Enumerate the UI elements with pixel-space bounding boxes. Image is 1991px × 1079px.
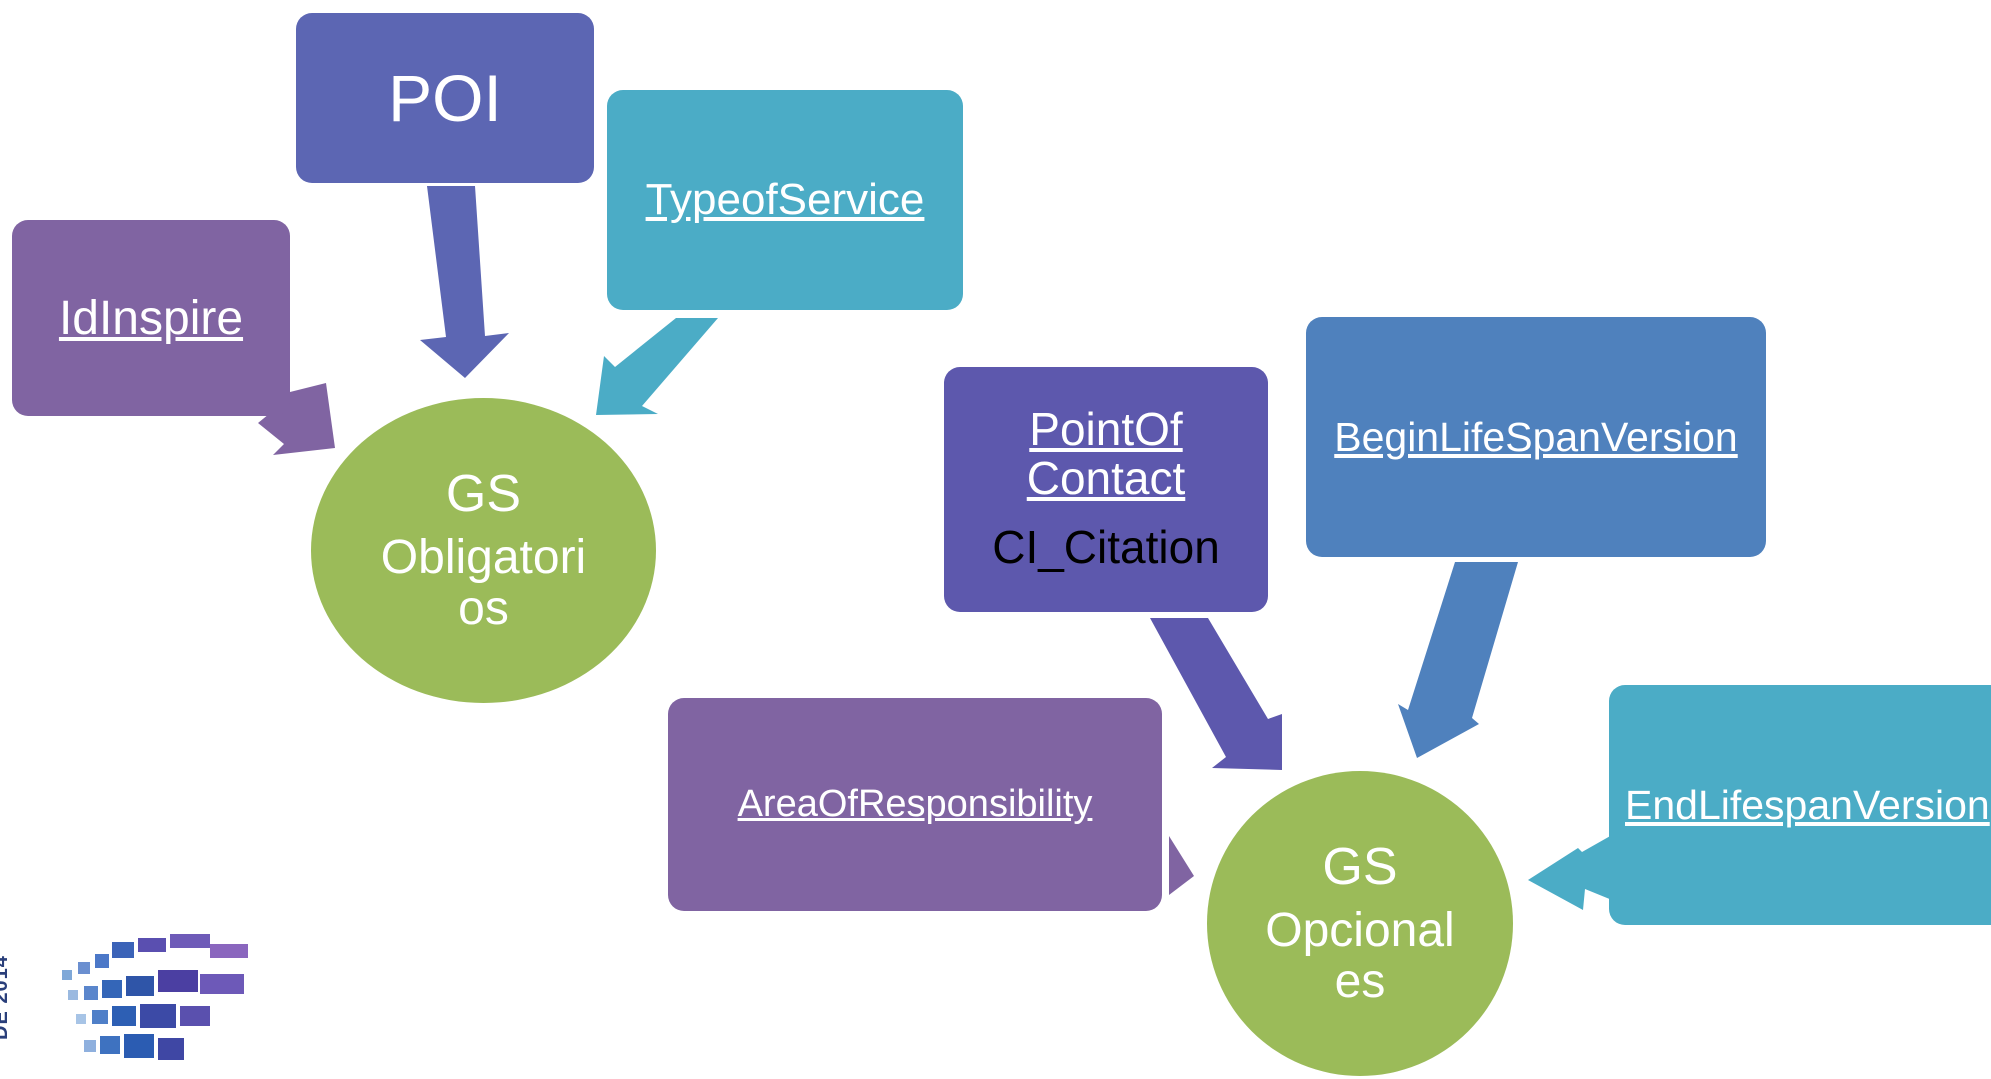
arrow-pointofcontact-to-opcionales (1150, 618, 1282, 770)
event-logo: DE 2014 (0, 930, 260, 1074)
arrow-beginlifespan-to-opcionales (1398, 562, 1518, 758)
opcionales-title: GS (1322, 837, 1398, 896)
ci-citation-label: CI_Citation (992, 520, 1220, 573)
gs-obligatorios-circle: GS Obligatori os (311, 398, 656, 703)
pointofcontact-link[interactable]: PointOf Contact (1027, 405, 1186, 502)
arrow-typeofservice-to-obligatorios (596, 318, 718, 415)
obligatorios-title: GS (445, 464, 522, 523)
logo-year-text: DE 2014 (0, 955, 12, 1040)
pointofcontact-line1: PointOf (1029, 403, 1183, 456)
poi-box: POI (296, 13, 594, 183)
arearesponsibility-link[interactable]: AreaOfResponsibility (737, 783, 1093, 825)
arrow-poi-to-obligatorios (420, 186, 509, 378)
poi-label: POI (388, 61, 502, 135)
beginlifespan-link[interactable]: BeginLifeSpanVersion (1334, 413, 1738, 460)
idinspire-link[interactable]: IdInspire (58, 291, 244, 345)
endlifespan-box: EndLifespanVersion (1609, 685, 1991, 925)
arearesponsibility-box: AreaOfResponsibility (668, 698, 1162, 911)
logo-pixel-mosaic-icon (62, 934, 248, 1060)
endlifespan-link[interactable]: EndLifespanVersion (1625, 781, 1990, 828)
gs-opcionales-circle: GS Opcional es (1207, 771, 1513, 1076)
beginlifespan-box: BeginLifeSpanVersion (1306, 317, 1766, 557)
arrow-endlifespan-to-opcionales (1528, 835, 1612, 910)
pointofcontact-line2: Contact (1026, 451, 1186, 504)
typeofservice-link[interactable]: TypeofService (645, 175, 925, 224)
arrow-arearesponsibility-to-opcionales (1169, 836, 1194, 895)
pointofcontact-box: PointOf Contact CI_Citation (944, 367, 1268, 612)
typeofservice-box: TypeofService (607, 90, 963, 310)
opcionales-line2: Opcional (1265, 904, 1455, 958)
obligatorios-line2: Obligatori (380, 531, 587, 585)
opcionales-line3: es (1334, 954, 1386, 1008)
obligatorios-line3: os (458, 581, 509, 635)
idinspire-box: IdInspire (12, 220, 290, 416)
arrow-idinspire-to-obligatorios (258, 383, 335, 455)
